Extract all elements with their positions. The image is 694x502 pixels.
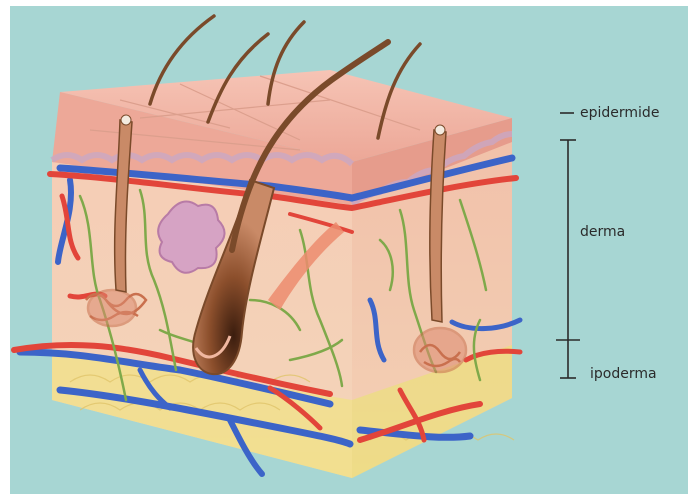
dermis-label: derma [580,224,625,240]
layer-brackets [556,113,580,378]
hypodermis-label: ipoderma [590,366,657,382]
sweat-gland-right [414,328,466,372]
epidermis-label: epidermide [580,105,659,121]
